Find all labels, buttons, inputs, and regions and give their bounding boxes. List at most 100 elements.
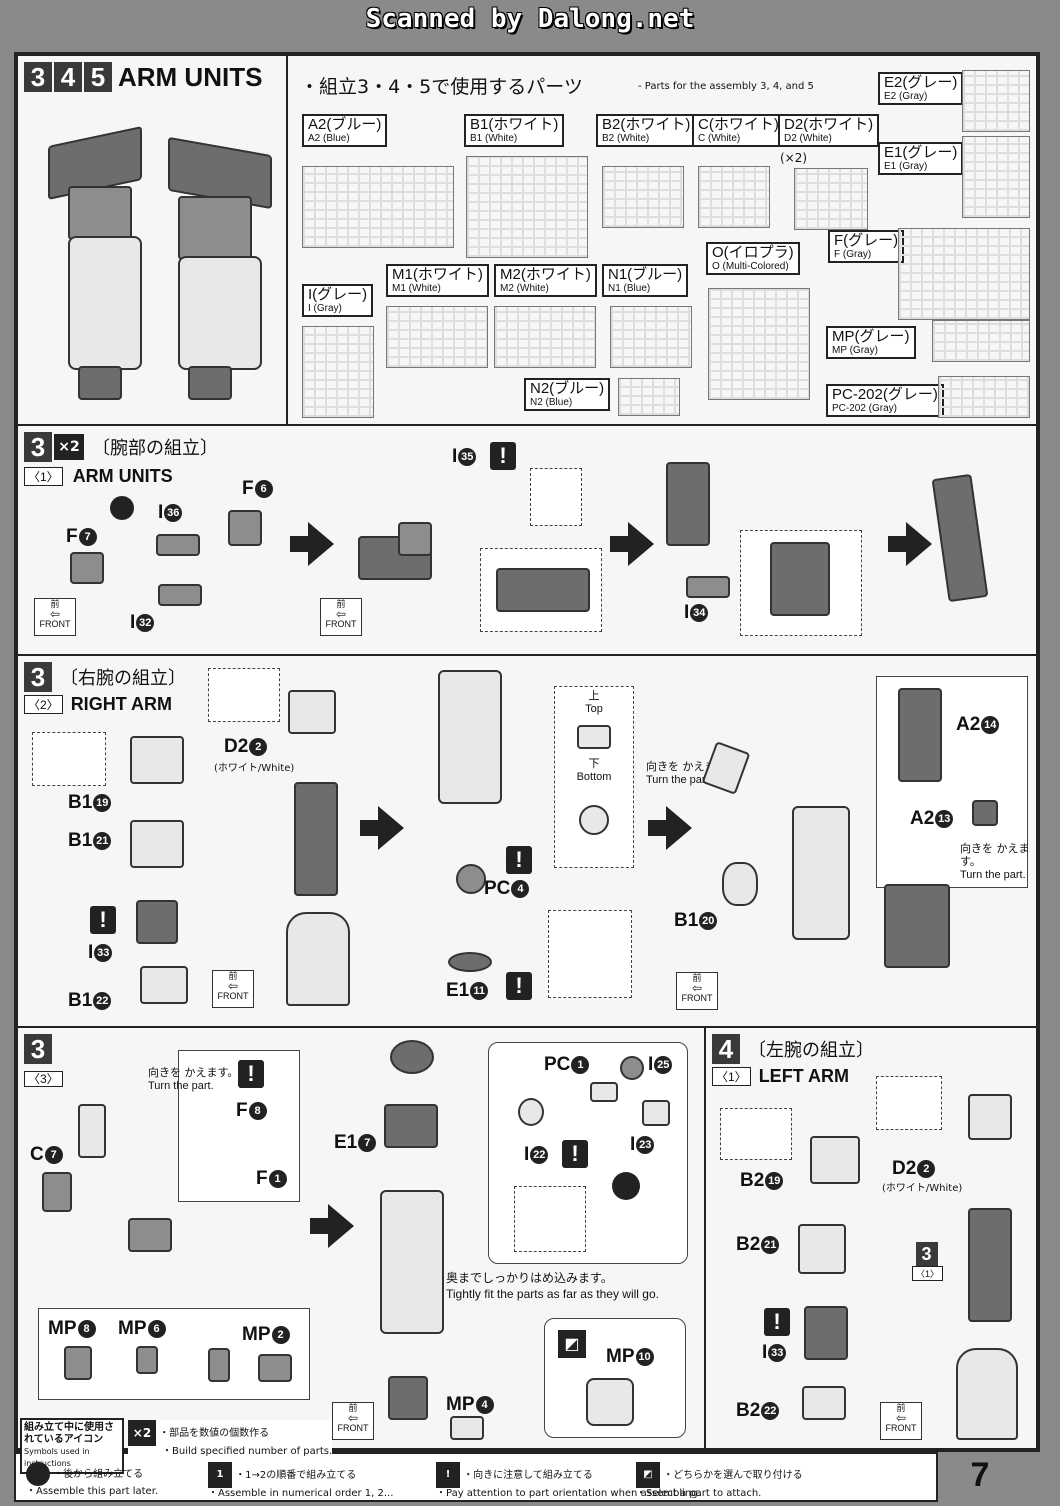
orientation-icon: !	[238, 1060, 264, 1088]
step-number: 4	[54, 62, 82, 92]
runner-label-m2: M2(ホワイト)M2 (White)	[494, 264, 597, 297]
arm-illustration	[38, 126, 278, 406]
runner-label-pc202: PC-202(グレー)PC-202 (Gray)	[826, 384, 944, 417]
legend-item-order: 1 ・1→2の順番で組み立てる・Assemble in numerical or…	[208, 1462, 393, 1500]
runner-f	[898, 228, 1030, 320]
front-indicator: 前⇦FRONT	[212, 970, 254, 1008]
d2-color-note: (ホワイト/White)	[214, 763, 295, 774]
page-number: 7	[970, 1456, 990, 1494]
runner-e2	[962, 70, 1030, 132]
step-number: 3	[24, 1034, 52, 1064]
substep-tag: 〈2〉	[24, 695, 63, 714]
parts-header-section: 3 4 5 ARM UNITS ・組立3・4・5で使用するパーツ - Parts…	[16, 54, 1038, 426]
step-number: 3	[24, 662, 52, 692]
select-part-icon: ◩	[558, 1330, 586, 1358]
section-title-en: LEFT ARM	[758, 1066, 850, 1086]
runner-e1	[962, 136, 1030, 218]
step-numbers: 3 4 5	[24, 62, 114, 92]
front-indicator: 前⇦FRONT	[34, 598, 76, 636]
substep-tag: 〈3〉	[24, 1071, 63, 1087]
section-title-jp: 〔右腕の組立〕	[60, 668, 186, 689]
runner-b2	[602, 166, 684, 228]
runner-label-e1: E1(グレー)E1 (Gray)	[878, 142, 964, 175]
runner-n1	[610, 306, 692, 368]
scan-watermark: Scanned by Dalong.net	[365, 4, 695, 34]
divider	[286, 56, 288, 424]
select-part-icon: ◩	[636, 1462, 660, 1488]
next-arrow	[610, 522, 654, 566]
front-indicator: 前⇦FRONT	[880, 1402, 922, 1440]
order-icon: 1	[208, 1462, 232, 1488]
runner-m2	[494, 306, 596, 368]
front-indicator: 前⇦FRONT	[332, 1402, 374, 1440]
runner-pc202	[938, 376, 1030, 418]
legend-item-multiply: ×2 ・部品を数値の個数作る・Build specified number of…	[128, 1420, 333, 1458]
next-arrow	[648, 806, 692, 850]
runner-label-e2: E2(グレー)E2 (Gray)	[878, 72, 964, 105]
orientation-icon: !	[764, 1308, 790, 1336]
legend-item-select: ◩ ・どちらかを選んで取り付ける・Select a part to attach…	[636, 1462, 803, 1500]
detail-inset	[208, 668, 280, 722]
step-number: 5	[84, 62, 112, 92]
orientation-icon: !	[562, 1140, 588, 1168]
orientation-icon: !	[506, 972, 532, 1000]
runner-label-n2: N2(ブルー)N2 (Blue)	[524, 378, 611, 411]
orientation-icon: !	[436, 1462, 460, 1488]
tight-fit-note: 奥までしっかりはめ込みます。Tightly fit the parts as f…	[446, 1271, 659, 1301]
section-title-jp: 〔腕部の組立〕	[92, 438, 218, 459]
runner-label-b1: B1(ホワイト)B1 (White)	[464, 114, 565, 147]
turn-note: 向きを かえます。Turn the part.	[148, 1066, 239, 1092]
next-arrow	[888, 522, 932, 566]
detail-inset	[548, 910, 632, 998]
runner-label-a2: A2(ブルー)A2 (Blue)	[302, 114, 388, 147]
substep-tag: 〈1〉	[24, 467, 63, 486]
runner-label-f: F(グレー)F (Gray)	[828, 230, 905, 263]
runner-m1	[386, 306, 488, 368]
assemble-later-icon	[612, 1172, 640, 1200]
multiply-icon: ×2	[54, 434, 84, 460]
parts-heading-en: - Parts for the assembly 3, 4, and 5	[638, 81, 814, 92]
parts-heading-jp: ・組立3・4・5で使用するパーツ	[300, 76, 583, 98]
runner-a2	[302, 166, 454, 248]
section-title-en: RIGHT ARM	[70, 694, 173, 714]
step-number: 4	[712, 1034, 740, 1064]
runner-label-d2: D2(ホワイト)D2 (White)	[778, 114, 880, 147]
runner-label-o: O(イロプラ)O (Multi-Colored)	[706, 242, 800, 275]
legend-item-orientation: ! ・向きに注意して組み立てる・Pay attention to part or…	[436, 1462, 701, 1500]
step-number: 3	[24, 62, 52, 92]
detail-inset	[32, 732, 106, 786]
section-title-en: ARM UNITS	[72, 466, 173, 486]
step-reference: 3 〈1〉	[912, 1242, 944, 1281]
